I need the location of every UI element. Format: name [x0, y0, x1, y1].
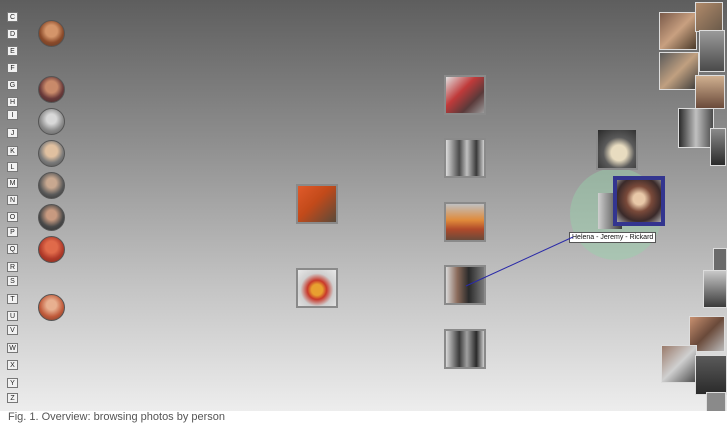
alpha-C[interactable]: C: [7, 12, 18, 22]
selection-tooltip: Helena - Jeremy - Rickard: [569, 232, 657, 243]
alpha-U[interactable]: U: [7, 311, 18, 321]
photo-thumbnail[interactable]: [699, 30, 725, 72]
photo-thumbnail[interactable]: [296, 268, 338, 308]
photo-thumbnail[interactable]: [695, 355, 727, 395]
alpha-I[interactable]: I: [7, 110, 18, 120]
selected-photo[interactable]: [613, 176, 665, 226]
photo-browser-canvas[interactable]: C D E F G H I J K L M N O P Q R S T U V …: [0, 0, 727, 411]
alpha-E[interactable]: E: [7, 46, 18, 56]
photo-thumbnail[interactable]: [695, 2, 723, 32]
photo-thumbnail[interactable]: [703, 270, 727, 308]
alpha-J[interactable]: J: [7, 128, 18, 138]
alpha-Y[interactable]: Y: [7, 378, 18, 388]
person-face-avatar[interactable]: [38, 294, 65, 321]
alpha-L[interactable]: L: [7, 162, 18, 172]
alpha-W[interactable]: W: [7, 343, 18, 353]
alpha-F[interactable]: F: [7, 63, 18, 73]
photo-thumbnail[interactable]: [444, 329, 486, 369]
photo-thumbnail[interactable]: [659, 12, 697, 50]
alpha-Z[interactable]: Z: [7, 393, 18, 403]
photo-thumbnail[interactable]: [444, 75, 486, 115]
person-face-avatar[interactable]: [38, 76, 65, 103]
connection-link: [465, 236, 574, 287]
alpha-D[interactable]: D: [7, 29, 18, 39]
alpha-Q[interactable]: Q: [7, 244, 18, 254]
photo-thumbnail[interactable]: [678, 108, 714, 148]
alpha-S[interactable]: S: [7, 276, 18, 286]
alpha-T[interactable]: T: [7, 294, 18, 304]
photo-thumbnail[interactable]: [296, 184, 338, 224]
photo-thumbnail[interactable]: [710, 128, 726, 166]
alpha-R[interactable]: R: [7, 262, 18, 272]
photo-thumbnail[interactable]: [596, 128, 638, 170]
connection-line: [465, 236, 574, 287]
photo-thumbnail[interactable]: [444, 138, 486, 178]
person-face-avatar[interactable]: [38, 108, 65, 135]
photo-thumbnail[interactable]: [695, 75, 725, 109]
photo-thumbnail[interactable]: [444, 265, 486, 305]
person-face-avatar[interactable]: [38, 140, 65, 167]
person-face-avatar[interactable]: [38, 236, 65, 263]
alpha-K[interactable]: K: [7, 146, 18, 156]
person-face-avatar[interactable]: [38, 204, 65, 231]
photo-thumbnail[interactable]: [659, 52, 699, 90]
person-face-avatar[interactable]: [38, 172, 65, 199]
alpha-O[interactable]: O: [7, 212, 18, 222]
alpha-X[interactable]: X: [7, 360, 18, 370]
person-face-avatar[interactable]: [38, 20, 65, 47]
figure-caption: Fig. 1. Overview: browsing photos by per…: [8, 411, 226, 423]
photo-thumbnail[interactable]: [661, 345, 697, 383]
alpha-P[interactable]: P: [7, 227, 18, 237]
alpha-V[interactable]: V: [7, 325, 18, 335]
alpha-N[interactable]: N: [7, 195, 18, 205]
photo-thumbnail[interactable]: [444, 202, 486, 242]
alpha-H[interactable]: H: [7, 97, 18, 107]
alpha-M[interactable]: M: [7, 178, 18, 188]
photo-thumbnail[interactable]: [713, 248, 727, 272]
photo-thumbnail[interactable]: [706, 392, 726, 411]
alpha-G[interactable]: G: [7, 80, 18, 90]
